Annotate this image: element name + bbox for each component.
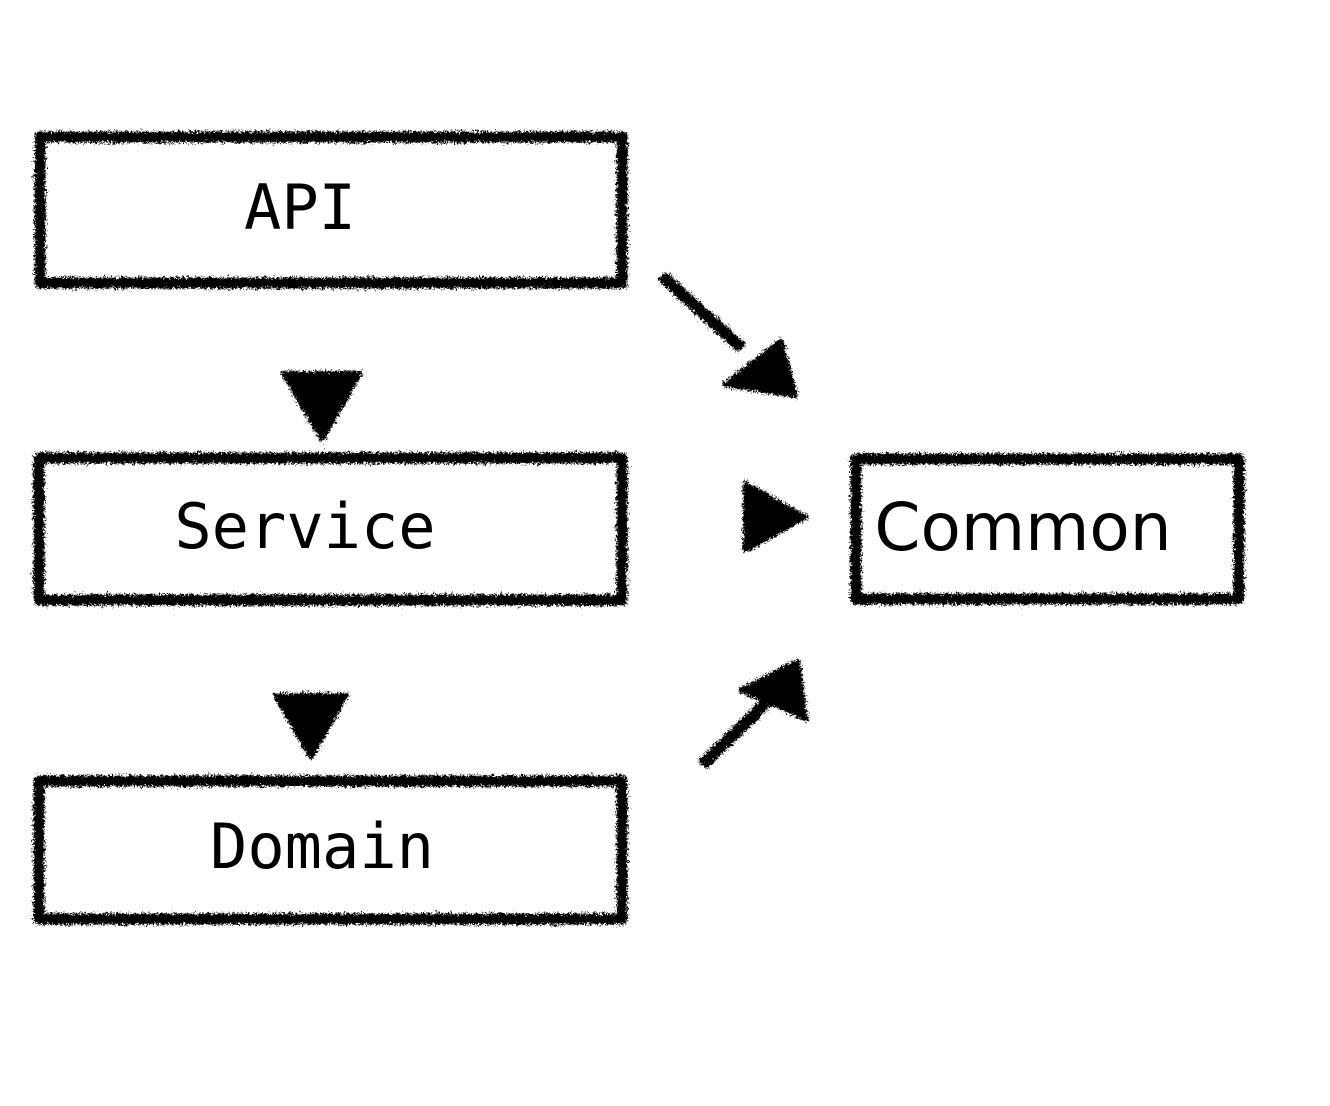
edge-api-to-common-shaft bbox=[657, 271, 747, 353]
node-common[interactable]: Common bbox=[850, 453, 1245, 605]
edge-domain-to-common bbox=[697, 659, 808, 770]
node-domain-label: Domain bbox=[210, 810, 434, 883]
node-common-box[interactable] bbox=[850, 453, 1245, 605]
node-service[interactable]: Service bbox=[33, 452, 628, 606]
edge-service-to-domain bbox=[273, 640, 349, 760]
edge-domain-to-common-shaft bbox=[697, 698, 771, 770]
edge-api-to-common bbox=[657, 271, 798, 398]
node-common-label: Common bbox=[874, 489, 1171, 566]
node-api-box[interactable] bbox=[34, 131, 628, 289]
edge-api-to-common-arrowhead bbox=[722, 338, 798, 398]
node-service-label: Service bbox=[174, 490, 435, 563]
edge-api-to-service bbox=[281, 318, 363, 442]
edge-service-to-domain-arrowhead bbox=[273, 693, 349, 760]
node-service-box[interactable] bbox=[33, 452, 628, 606]
edge-api-to-service-arrowhead bbox=[281, 371, 363, 442]
edge-service-to-common-arrowhead bbox=[743, 481, 808, 553]
node-api-label: API bbox=[244, 171, 356, 244]
node-domain-box[interactable] bbox=[33, 775, 628, 925]
edge-domain-to-common-arrowhead bbox=[738, 659, 808, 721]
node-api[interactable]: API bbox=[34, 131, 628, 289]
node-domain[interactable]: Domain bbox=[33, 775, 628, 925]
edge-service-to-common bbox=[668, 481, 808, 553]
